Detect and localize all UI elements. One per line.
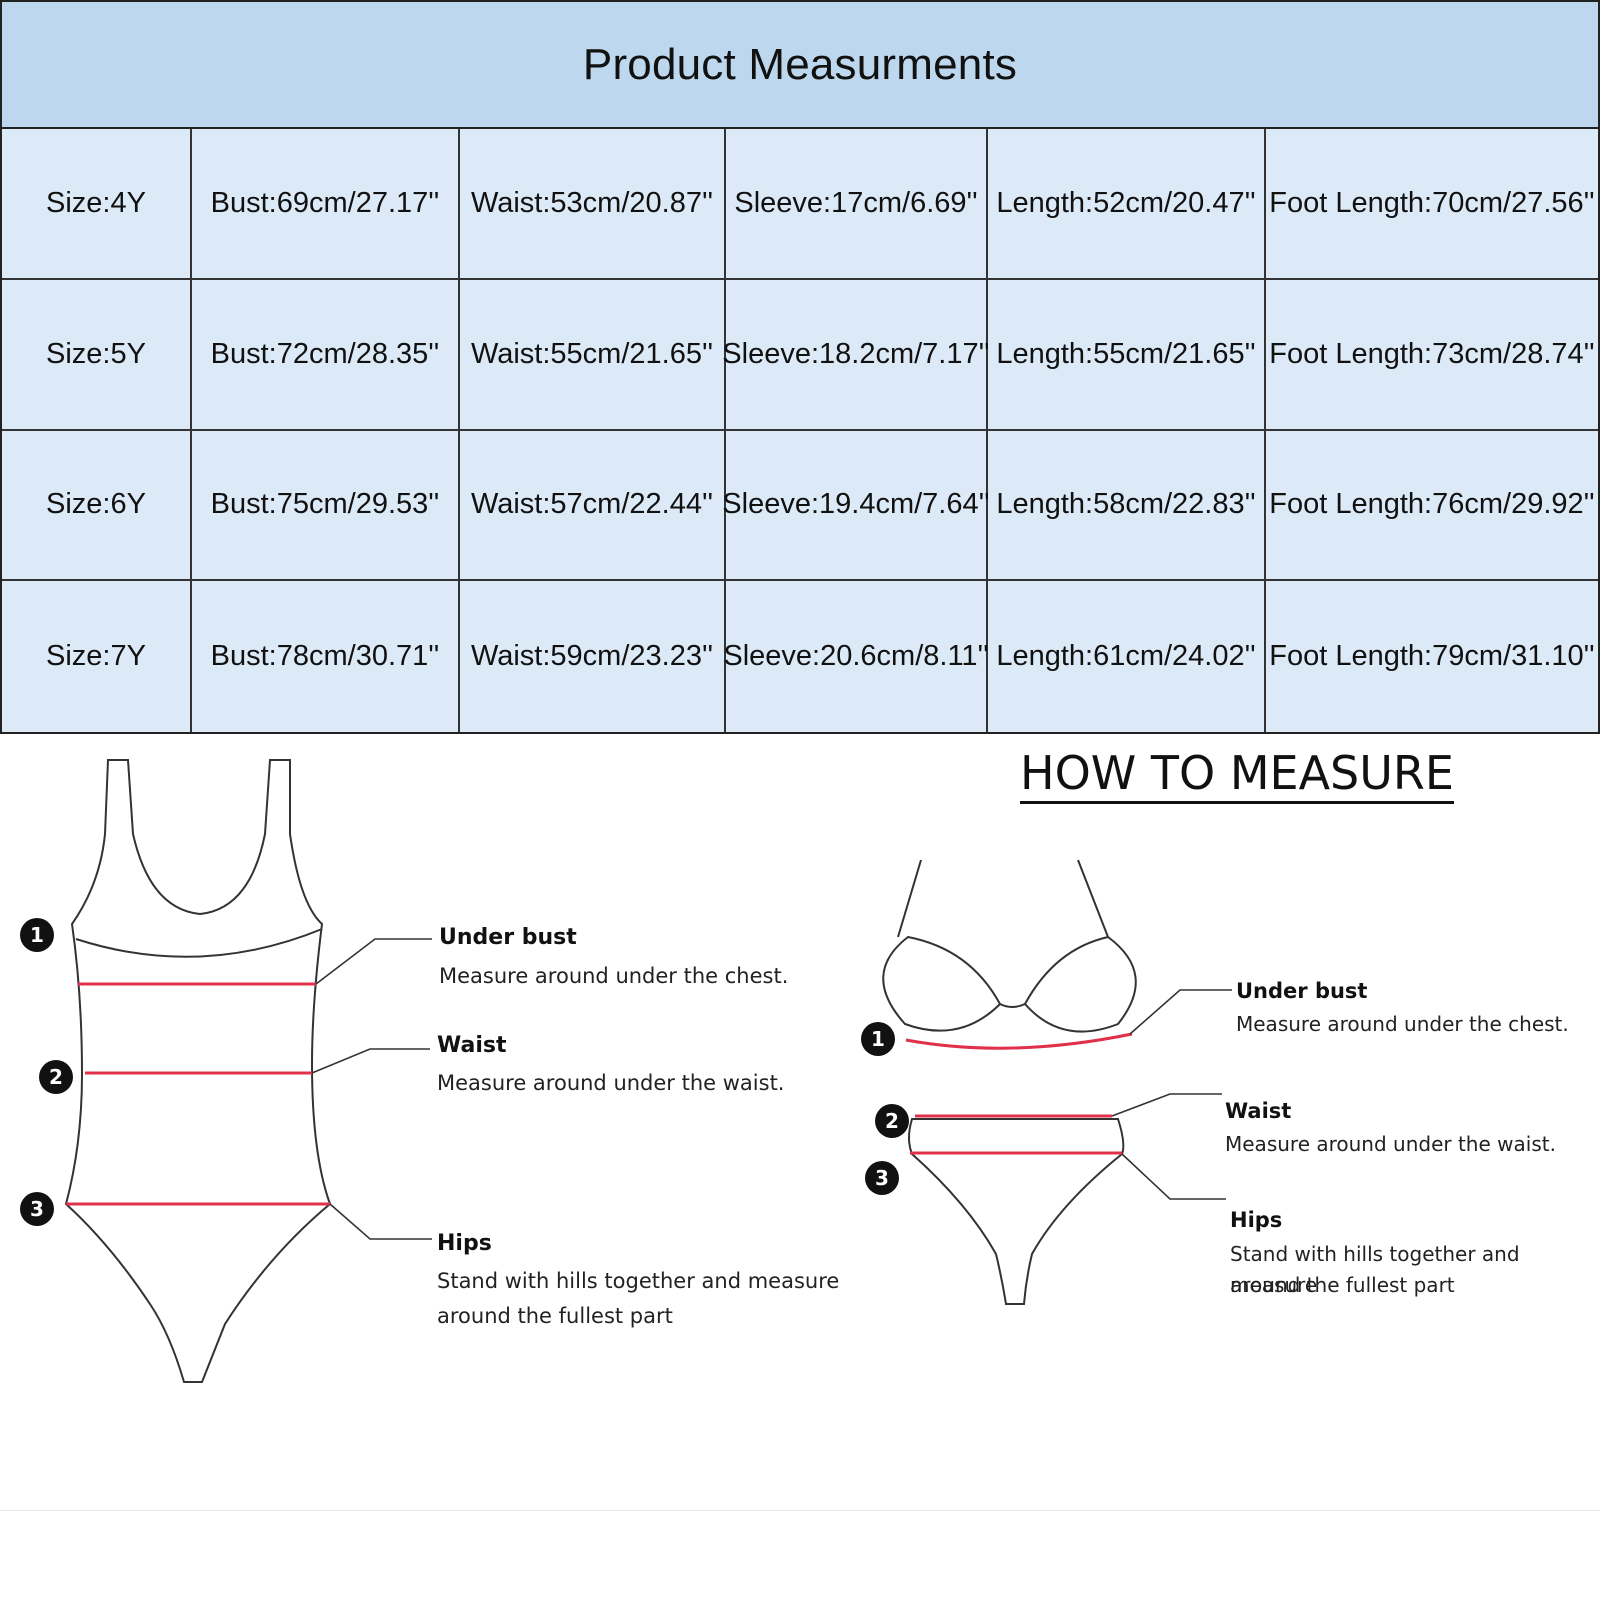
under-bust-desc-left: Measure around under the chest. — [439, 964, 789, 988]
table-cell: Length:55cm/21.65'' — [988, 279, 1266, 431]
badge-3-right: 3 — [865, 1161, 899, 1195]
table-cell: Foot Length:79cm/31.10'' — [1266, 581, 1598, 732]
waist-heading-left: Waist — [437, 1033, 507, 1058]
table-cell: Waist:53cm/20.87'' — [460, 129, 726, 280]
badge-1-right: 1 — [861, 1022, 895, 1056]
table-cell: Size:5Y — [2, 279, 192, 431]
table-cell: Sleeve:20.6cm/8.11'' — [723, 581, 989, 732]
bikini-top-icon — [882, 859, 1137, 1033]
bikini-bottom-measure-lines — [910, 1114, 1122, 1155]
table-cell: Bust:78cm/30.71'' — [192, 581, 460, 732]
hips-desc-right-line2: around the fullest part — [1230, 1273, 1455, 1297]
hips-desc-left-line2: around the fullest part — [437, 1304, 673, 1328]
table-cell: Bust:75cm/29.53'' — [192, 430, 460, 582]
one-piece-swimsuit-icon — [64, 759, 332, 1383]
table-cell: Length:52cm/20.47'' — [988, 129, 1266, 280]
table-cell: Waist:59cm/23.23'' — [460, 581, 726, 732]
waist-desc-right: Measure around under the waist. — [1225, 1132, 1556, 1156]
table-cell: Size:7Y — [2, 581, 192, 732]
table-cell: Size:6Y — [2, 430, 192, 582]
bikini-top-measure-line — [905, 1032, 1133, 1050]
bikini-bottom-leaders — [1111, 1093, 1226, 1200]
bottom-strip — [0, 1510, 1600, 1601]
table-cell: Sleeve:19.4cm/7.64'' — [722, 430, 990, 582]
table-cell: Foot Length:73cm/28.74'' — [1266, 279, 1598, 431]
how-to-measure-title: HOW TO MEASURE — [1020, 748, 1454, 804]
table-cell: Sleeve:17cm/6.69'' — [726, 129, 988, 280]
table-cell: Length:61cm/24.02'' — [988, 581, 1266, 732]
hips-desc-left-line1: Stand with hills together and measure — [437, 1269, 840, 1293]
table-cell: Size:4Y — [2, 129, 192, 280]
under-bust-desc-right: Measure around under the chest. — [1236, 1012, 1569, 1036]
bikini-top-leader — [1129, 989, 1232, 1035]
table-cell: Waist:55cm/21.65'' — [460, 279, 726, 431]
table-cell: Foot Length:70cm/27.56'' — [1266, 129, 1598, 280]
hips-heading-right: Hips — [1230, 1208, 1283, 1232]
hips-desc-right-line1: Stand with hills together and measure — [1230, 1242, 1520, 1297]
bikini-bottom-icon — [908, 1118, 1125, 1305]
table-cell: Bust:69cm/27.17'' — [192, 129, 460, 280]
one-piece-measure-lines — [66, 982, 330, 1206]
table-cell: Bust:72cm/28.35'' — [192, 279, 460, 431]
one-piece-leader-lines — [311, 938, 432, 1240]
badge-2-left: 2 — [39, 1060, 73, 1094]
waist-desc-left: Measure around under the waist. — [437, 1071, 785, 1095]
hips-heading-left: Hips — [437, 1231, 492, 1256]
under-bust-heading-left: Under bust — [439, 925, 577, 950]
badge-2-right: 2 — [875, 1104, 909, 1138]
waist-heading-right: Waist — [1225, 1099, 1292, 1123]
badge-3-left: 3 — [20, 1192, 54, 1226]
table-cell: Waist:57cm/22.44'' — [460, 430, 726, 582]
badge-1-left: 1 — [20, 918, 54, 952]
garment-illustrations — [64, 759, 1232, 1383]
measure-guide — [0, 734, 1600, 1514]
table-title: Product Measurments — [2, 2, 1598, 129]
table-cell: Sleeve:18.2cm/7.17'' — [722, 279, 990, 431]
table-cell: Length:58cm/22.83'' — [988, 430, 1266, 582]
under-bust-heading-right: Under bust — [1236, 979, 1368, 1003]
table-cell: Foot Length:76cm/29.92'' — [1266, 430, 1598, 582]
